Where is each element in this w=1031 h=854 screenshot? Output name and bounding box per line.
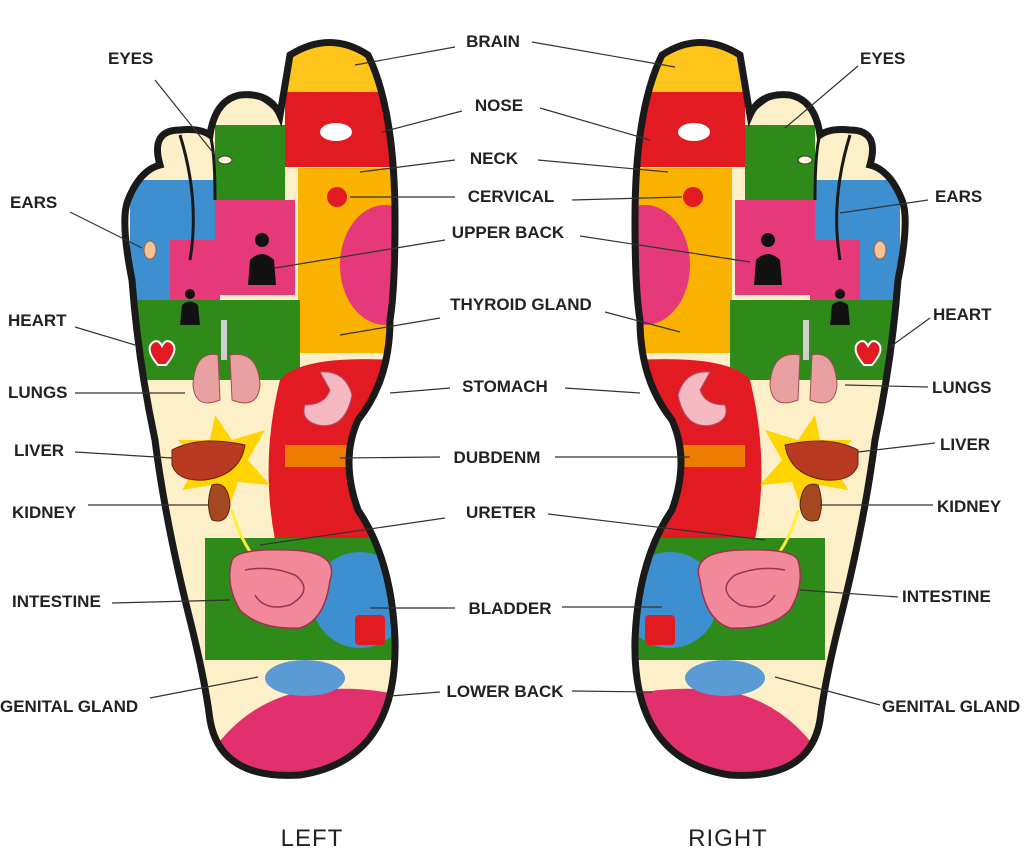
ear-icon — [143, 240, 157, 260]
label-stomach: STOMACH — [462, 377, 548, 396]
label-left-kidney: KIDNEY — [12, 503, 77, 522]
label-lower-back: LOWER BACK — [446, 682, 564, 701]
organ-icons-left — [143, 123, 353, 696]
duodenum-zone — [285, 445, 370, 467]
label-bladder: BLADDER — [468, 599, 551, 618]
label-right-kidney: KIDNEY — [937, 497, 1002, 516]
label-brain: BRAIN — [466, 32, 520, 51]
genital-icon — [265, 660, 345, 696]
lungs-icon — [192, 320, 261, 404]
right-foot-title: RIGHT — [688, 825, 768, 852]
label-right-eyes: EYES — [860, 49, 905, 68]
bladder-red — [355, 615, 385, 645]
label-ureter: URETER — [466, 503, 536, 522]
left-foot-title: LEFT — [281, 825, 344, 852]
heart-icon — [148, 340, 176, 366]
label-left-genital-gland: GENITAL GLAND — [0, 697, 138, 716]
labels-center: BRAIN NOSE NECK CERVICAL UPPER BACK THYR… — [446, 32, 591, 701]
label-left-heart: HEART — [8, 311, 67, 330]
label-right-ears: EARS — [935, 187, 982, 206]
labels-left: EYES EARS HEART LUNGS LIVER KIDNEY INTES… — [0, 49, 153, 716]
label-left-lungs: LUNGS — [8, 383, 68, 402]
label-nose: NOSE — [475, 96, 523, 115]
label-left-liver: LIVER — [14, 441, 64, 460]
label-left-ears: EARS — [10, 193, 57, 212]
kidney-icon — [208, 483, 231, 522]
label-thyroid-gland: THYROID GLAND — [450, 295, 592, 314]
intestine-icon — [229, 548, 333, 629]
stomach-icon — [303, 371, 353, 427]
label-neck: NECK — [470, 149, 519, 168]
label-left-intestine: INTESTINE — [12, 592, 101, 611]
right-foot — [600, 20, 930, 800]
cervical-dot-icon — [327, 187, 347, 207]
person-icon-small — [180, 289, 200, 325]
eyes-zone — [215, 125, 285, 205]
label-right-intestine: INTESTINE — [902, 587, 991, 606]
labels-right: EYES EARS HEART LUNGS LIVER KIDNEY INTES… — [860, 49, 1020, 716]
eye-icon — [217, 155, 233, 165]
label-duodenum: DUBDENM — [454, 448, 541, 467]
label-cervical: CERVICAL — [468, 187, 555, 206]
label-left-eyes: EYES — [108, 49, 153, 68]
leader-lines — [69, 41, 936, 706]
nose-icon — [320, 123, 352, 141]
thyroid-zone — [340, 205, 396, 325]
left-foot — [100, 20, 430, 800]
label-right-heart: HEART — [933, 305, 992, 324]
label-right-genital-gland: GENITAL GLAND — [882, 697, 1020, 716]
liver-icon — [171, 440, 246, 481]
label-right-liver: LIVER — [940, 435, 990, 454]
label-upper-back: UPPER BACK — [452, 223, 565, 242]
label-right-lungs: LUNGS — [932, 378, 992, 397]
person-icon — [248, 233, 276, 285]
